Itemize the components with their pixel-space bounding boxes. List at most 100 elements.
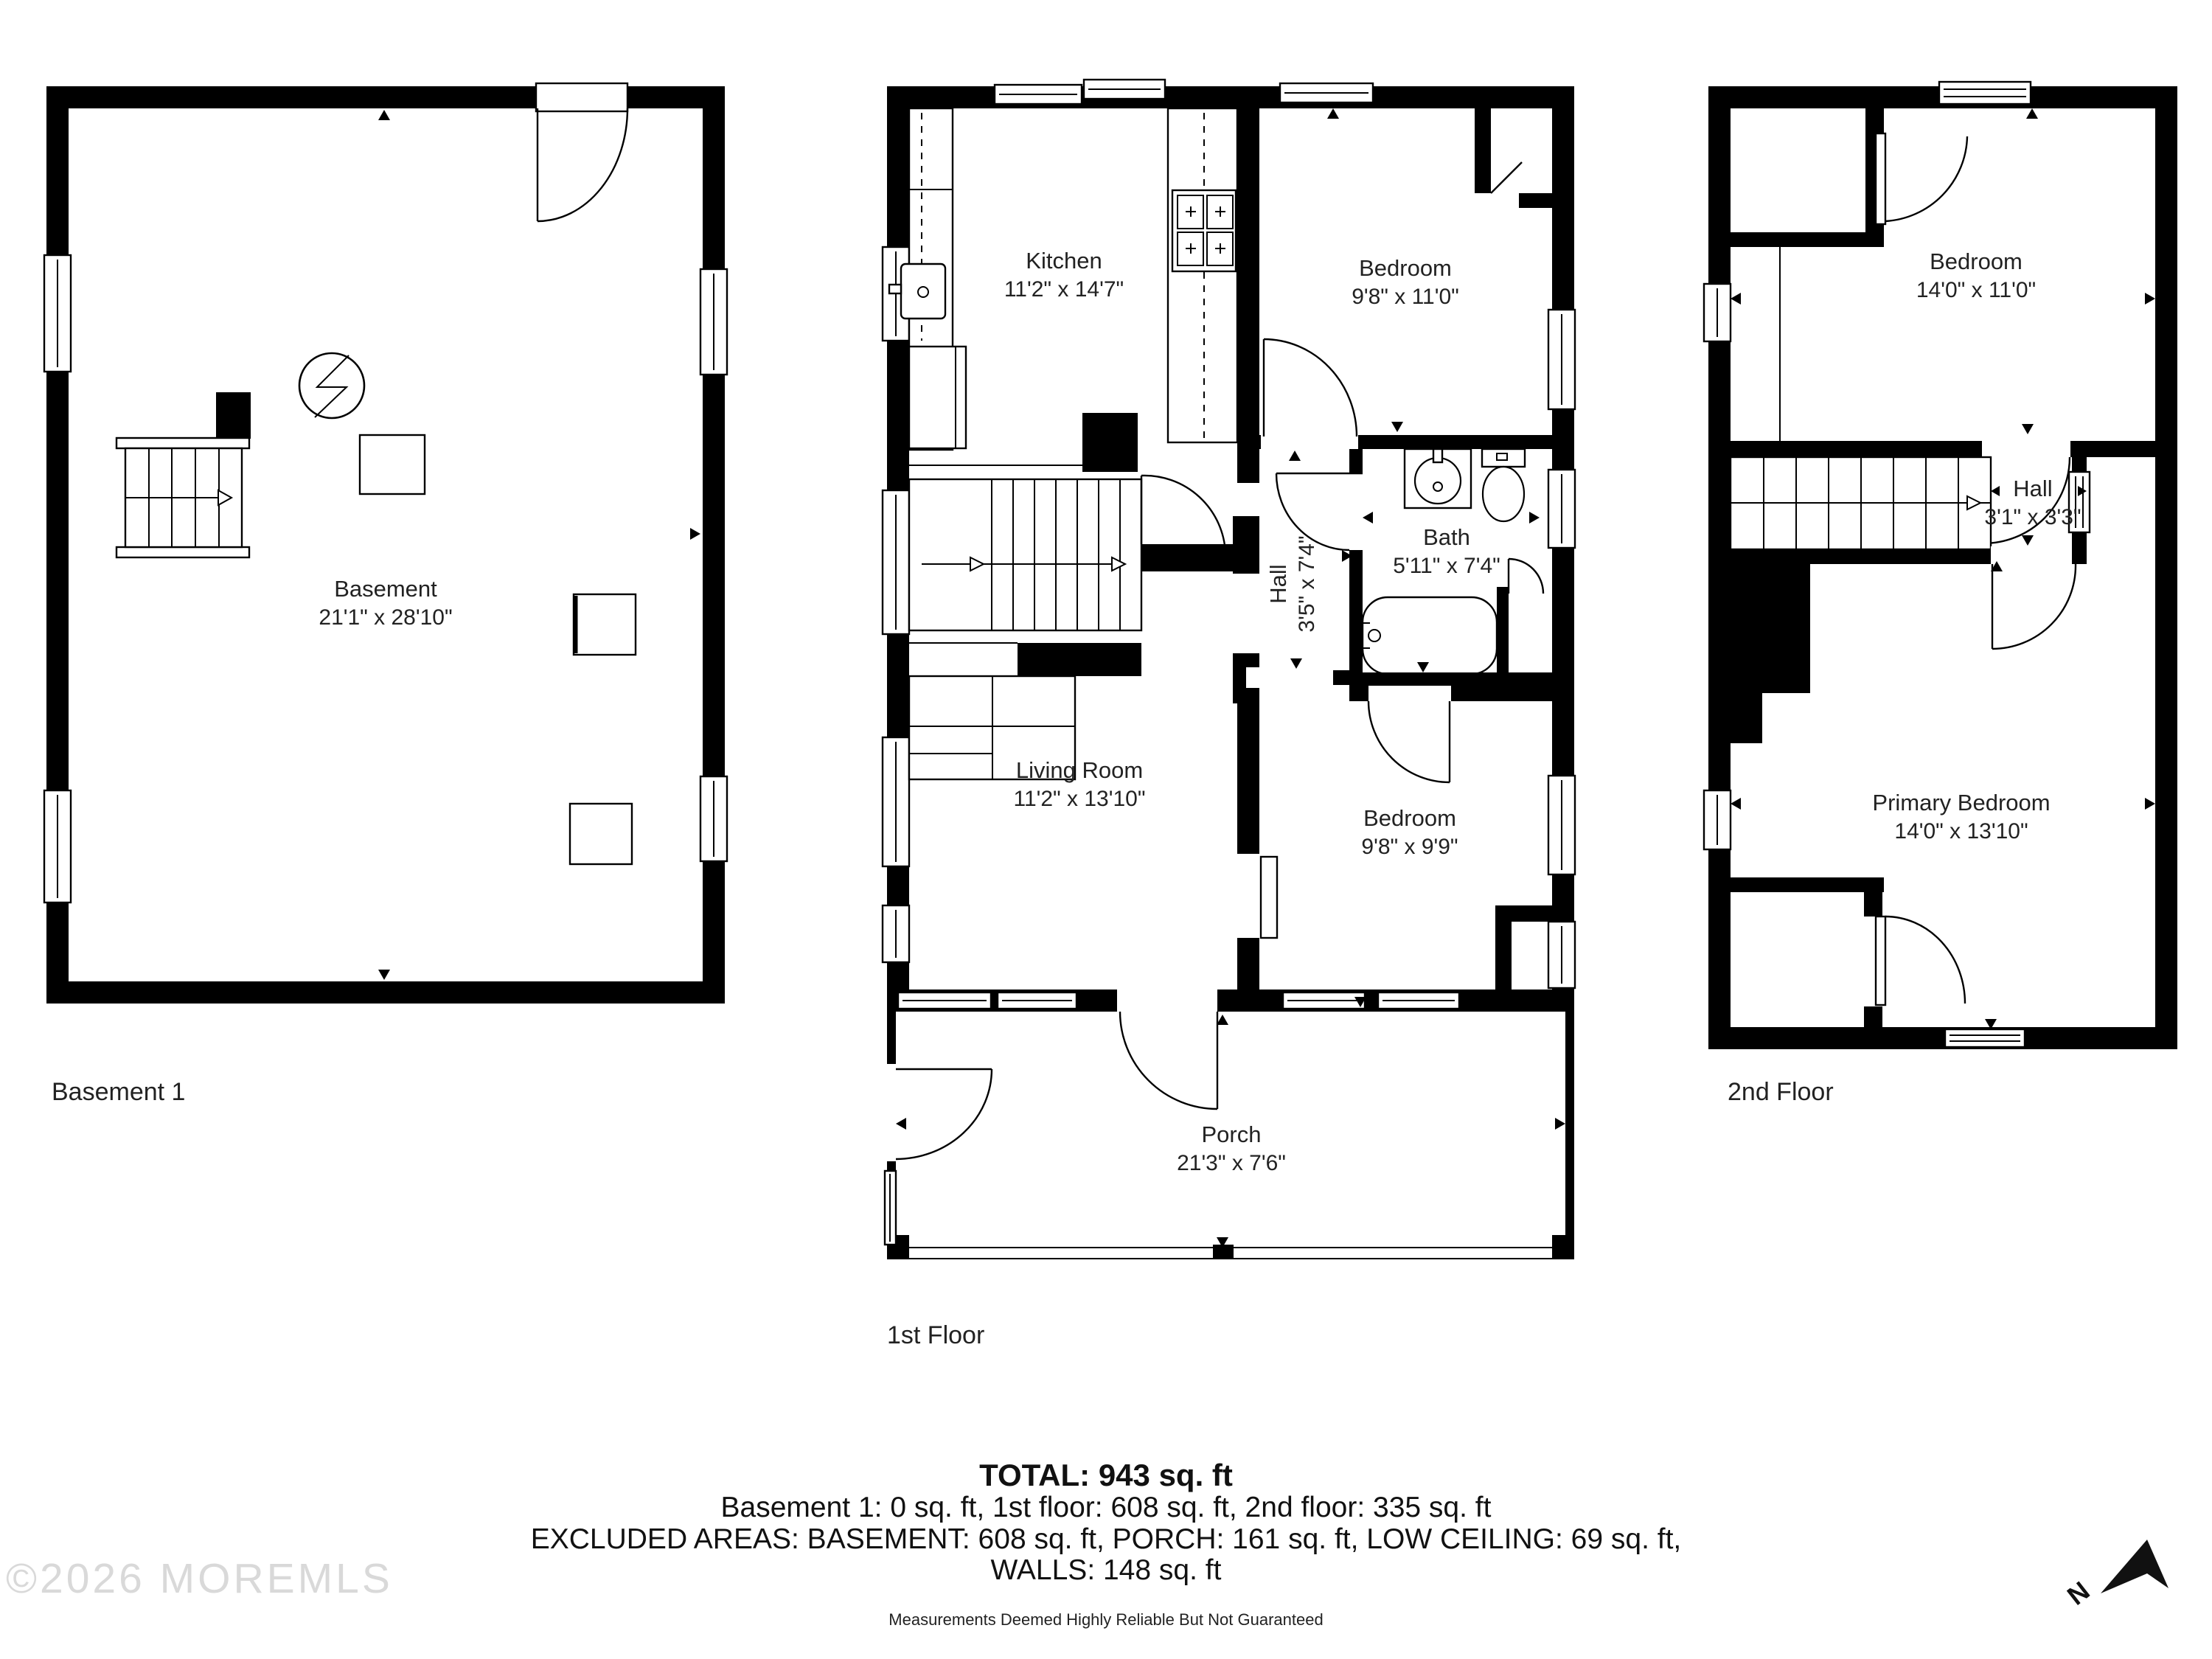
caption-1st-floor: 1st Floor <box>887 1321 985 1349</box>
room-dims: 11'2" x 13'10" <box>1013 786 1146 811</box>
room-name: Hall <box>1265 564 1291 604</box>
wall-opening <box>1237 483 1259 516</box>
room-dims: 3'5" x 7'4" <box>1294 535 1319 633</box>
interior-wall <box>1082 413 1138 472</box>
wall-opening <box>1246 667 1333 688</box>
stove-icon <box>1171 189 1237 273</box>
room-label-porch: Porch 21'3" x 7'6" <box>1177 1120 1286 1178</box>
room-label-basement: Basement 21'1" x 28'10" <box>319 574 452 632</box>
excluded-areas: EXCLUDED AREAS: BASEMENT: 608 sq. ft, PO… <box>530 1523 1682 1555</box>
interior-wall <box>1018 643 1141 676</box>
bedroom-closet <box>1475 108 1552 208</box>
basement-equipment <box>568 802 633 866</box>
bedroom-window <box>1944 1028 2026 1048</box>
basement-plan <box>43 82 728 1004</box>
room-name: Bedroom <box>1359 254 1452 281</box>
room-dims: 21'1" x 28'10" <box>319 605 453 630</box>
caption-2nd-floor: 2nd Floor <box>1728 1078 1834 1106</box>
second-floor-stairs <box>1729 456 1992 551</box>
dimension-ticks <box>49 110 700 980</box>
low-ceiling-area <box>1708 564 1810 743</box>
basement-equipment <box>572 593 637 656</box>
mls-watermark: ©2026 MOREMLS <box>6 1555 393 1602</box>
room-label-hall-1st: Hall 3'5" x 7'4" <box>1264 535 1321 632</box>
basement-window <box>43 254 72 373</box>
interior-wall <box>1233 516 1244 574</box>
area-summary: TOTAL: 943 sq. ft Basement 1: 0 sq. ft, … <box>516 1458 1696 1630</box>
room-name: Basement <box>334 575 437 602</box>
basement-equipment <box>358 434 426 495</box>
room-name: Primary Bedroom <box>1872 789 2051 815</box>
right-wall-windows <box>1547 308 1576 990</box>
bath-door <box>1275 449 1366 685</box>
bedroom-window <box>1938 80 2032 105</box>
bedroom-closet <box>1495 905 1552 990</box>
wall-opening <box>1237 574 1259 653</box>
first-floor-stairs <box>908 478 1143 632</box>
room-name: Bedroom <box>1930 248 2023 274</box>
room-name: Hall <box>2013 475 2053 501</box>
bathroom-sink <box>1403 448 1472 509</box>
room-dims: 3'1" x 3'3" <box>1984 504 2081 529</box>
interior-wall <box>1731 549 1992 564</box>
bedroom-door <box>1349 677 1552 784</box>
left-wall-windows <box>881 246 911 964</box>
room-dims: 9'8" x 9'9" <box>1361 834 1458 859</box>
interior-wall <box>1363 672 1552 686</box>
kitchen-window <box>993 78 1166 105</box>
caption-basement-1: Basement 1 <box>52 1078 186 1106</box>
total-area: TOTAL: 943 sq. ft <box>979 1458 1233 1492</box>
kitchen-sink <box>888 262 947 320</box>
porch-window <box>883 1169 897 1246</box>
room-label-hall-2nd: Hall 3'1" x 3'3" <box>1984 474 2081 532</box>
room-label-bedroom-2nd: Bedroom 14'0" x 11'0" <box>1916 247 2036 305</box>
room-name: Living Room <box>1015 757 1144 783</box>
bathtub-icon <box>1361 596 1498 675</box>
room-label-kitchen: Kitchen 11'2" x 14'7" <box>1004 246 1124 304</box>
room-name: Kitchen <box>1026 247 1102 274</box>
basement-window <box>43 789 72 904</box>
basement-stair-steps <box>908 675 1077 781</box>
room-dims: 5'11" x 7'4" <box>1393 553 1500 578</box>
doorway-open-panel <box>1234 854 1279 939</box>
dimension-ticks <box>896 108 1565 1248</box>
basement-window <box>699 268 728 376</box>
front-door <box>1117 990 1219 1110</box>
basement-stairs <box>115 437 251 559</box>
room-name: Porch <box>1201 1121 1262 1147</box>
room-label-primary-bedroom: Primary Bedroom 14'0" x 13'10" <box>1872 788 2050 846</box>
dimension-ticks <box>1731 108 2155 1029</box>
basement-chimney <box>216 392 251 439</box>
room-dims: 9'8" x 11'0" <box>1352 284 1459 309</box>
room-dims: 14'0" x 13'10" <box>1894 818 2028 844</box>
basement-window <box>699 775 728 863</box>
porch-door <box>885 1064 993 1161</box>
bedroom-closet <box>1708 877 1966 1027</box>
hall-wall <box>2067 441 2155 564</box>
north-arrow-icon <box>2101 1540 2168 1593</box>
bedroom-door <box>1259 338 1552 452</box>
left-wall-windows <box>1703 282 1732 851</box>
second-floor-plan <box>1703 80 2177 1049</box>
room-name: Bath <box>1423 524 1470 550</box>
room-label-bath: Bath 5'11" x 7'4" <box>1393 523 1500 580</box>
electrical-panel-icon <box>298 352 366 420</box>
first-floor-plan <box>881 78 1576 1259</box>
room-name: Bedroom <box>1363 804 1456 831</box>
bedroom-door <box>1731 438 2084 545</box>
disclaimer: Measurements Deemed Highly Reliable But … <box>888 1610 1324 1629</box>
room-label-living-room: Living Room 11'2" x 13'10" <box>1014 756 1146 813</box>
floor-areas: Basement 1: 0 sq. ft, 1st floor: 608 sq.… <box>720 1492 1492 1524</box>
toilet-icon <box>1481 448 1526 523</box>
room-label-bedroom-1: Bedroom 9'8" x 11'0" <box>1352 254 1459 311</box>
room-dims: 21'3" x 7'6" <box>1177 1150 1286 1175</box>
bedroom-window <box>1279 82 1374 104</box>
bottom-wall-windows <box>897 991 1461 1010</box>
room-label-bedroom-2: Bedroom 9'8" x 9'9" <box>1361 804 1458 861</box>
bedroom-closet <box>1708 108 1969 247</box>
room-dims: 11'2" x 14'7" <box>1004 276 1124 302</box>
closet-door <box>1497 557 1545 674</box>
walls-area: WALLS: 148 sq. ft <box>990 1554 1222 1587</box>
